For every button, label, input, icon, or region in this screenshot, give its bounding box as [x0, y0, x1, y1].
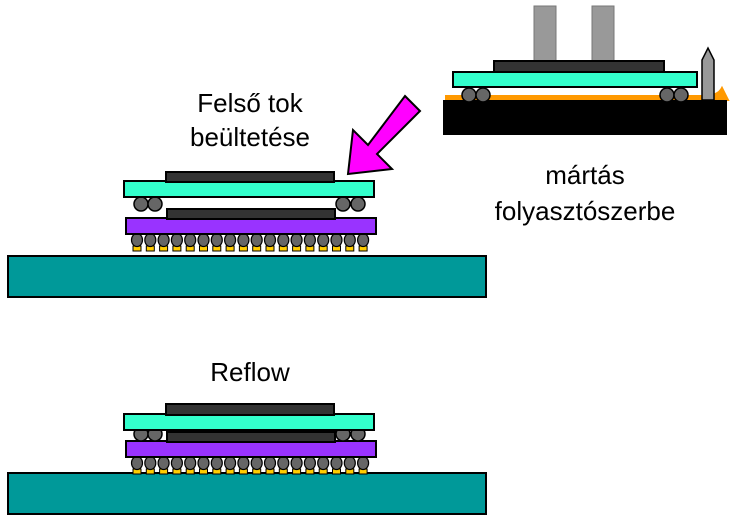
bottom-package-die: [166, 208, 336, 220]
solder-ball: [170, 232, 183, 248]
top-package-substrate: [123, 180, 375, 198]
top-package-substrate: [452, 71, 698, 88]
flux-scraper-blade: [701, 46, 715, 101]
place-top-package-label-line2: beültetése: [190, 122, 310, 152]
pickup-nozzle-left: [533, 5, 557, 67]
solder-ball: [290, 455, 303, 471]
solder-ball: [157, 232, 170, 248]
flux-dipping-label-line1: mártás: [545, 160, 625, 190]
solder-ball: [210, 232, 223, 248]
pcb-board: [7, 472, 487, 515]
solder-ball: [210, 455, 223, 471]
solder-ball: [357, 232, 370, 248]
solder-ball: [250, 455, 263, 471]
solder-ball: [197, 455, 210, 471]
bottom-package-solder-joints: [130, 455, 370, 475]
placement-arrow: [346, 94, 422, 176]
solder-ball: [290, 232, 303, 248]
solder-ball: [277, 455, 290, 471]
solder-ball: [317, 455, 330, 471]
solder-ball: [144, 232, 157, 248]
flux-dipping-assembly: [443, 5, 730, 135]
solder-ball: [263, 232, 277, 248]
top-package-die: [165, 171, 335, 183]
top-package-substrate: [123, 413, 375, 431]
solder-ball: [224, 232, 237, 248]
reflow-stack: [7, 403, 487, 515]
solder-ball: [357, 455, 370, 471]
bottom-package-substrate: [125, 440, 377, 458]
solder-ball: [184, 232, 197, 248]
solder-ball: [184, 455, 197, 471]
pickup-nozzle-right: [591, 5, 615, 67]
solder-ball: [224, 455, 237, 471]
solder-ball: [277, 232, 290, 248]
pcb-board: [7, 255, 487, 298]
bottom-package-die: [166, 431, 336, 443]
solder-ball: [144, 455, 157, 471]
solder-ball: [303, 455, 316, 471]
place-top-package-label-line1: Felső tok: [197, 88, 303, 118]
top-package-solder-balls: [133, 196, 366, 212]
solder-ball: [197, 232, 210, 248]
solder-ball: [317, 232, 330, 248]
solder-ball: [237, 455, 250, 471]
reflow-label: Reflow: [210, 357, 290, 387]
solder-ball: [330, 455, 343, 471]
bottom-package-solder-joints: [130, 232, 370, 252]
solder-ball: [130, 455, 144, 471]
placement-stack: [7, 171, 487, 298]
solder-ball: [130, 232, 144, 248]
solder-ball: [250, 232, 263, 248]
solder-ball: [170, 455, 183, 471]
solder-ball: [157, 455, 170, 471]
solder-ball: [343, 232, 356, 248]
flux-plate: [443, 100, 727, 135]
bottom-package-substrate: [125, 217, 377, 235]
solder-ball: [237, 232, 250, 248]
solder-ball: [343, 455, 356, 471]
flux-dipping-label-line2: folyasztószerbe: [494, 196, 676, 226]
solder-ball: [263, 455, 277, 471]
solder-ball: [303, 232, 316, 248]
top-package-die: [165, 403, 335, 416]
solder-ball: [330, 232, 343, 248]
